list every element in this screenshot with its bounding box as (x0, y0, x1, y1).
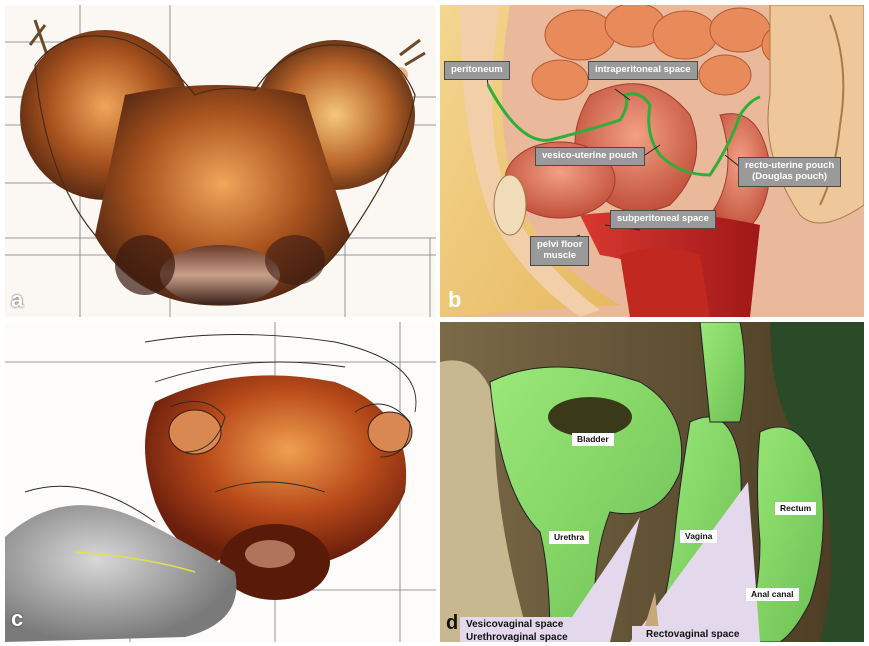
panel-c: c (5, 322, 436, 642)
panel-d: Bladder Urethra Vagina Rectum Anal canal… (440, 322, 864, 642)
panel-letter-c: c (11, 606, 23, 632)
panel-b: peritoneum intraperitoneal space vesico-… (440, 5, 864, 317)
panel-a: a (5, 5, 436, 317)
label-urethra: Urethra (549, 531, 589, 544)
label-peritoneum: peritoneum (444, 61, 510, 80)
pelvic-organs-3d-render (5, 322, 436, 642)
label-pelvi-floor-muscle: pelvi floor muscle (530, 236, 589, 266)
sagittal-specimen-photo (440, 322, 864, 642)
panel-letter-a: a (11, 287, 23, 313)
label-anal-canal: Anal canal (746, 588, 799, 601)
label-rectum: Rectum (775, 502, 816, 515)
label-recto-uterine-pouch: recto-uterine pouch (Douglas pouch) (738, 157, 841, 187)
label-vesicovaginal-urethrovaginal: Vesicovaginal space Urethrovaginal space (460, 617, 574, 642)
label-intraperitoneal-space: intraperitoneal space (588, 61, 698, 80)
label-rectovaginal-space: Rectovaginal space (632, 626, 753, 642)
label-bladder: Bladder (572, 433, 614, 446)
panel-letter-b: b (448, 287, 461, 313)
uterus-3d-render (5, 5, 436, 317)
label-vagina: Vagina (680, 530, 717, 543)
panel-letter-d: d (446, 612, 458, 635)
label-subperitoneal-space: subperitoneal space (610, 210, 716, 229)
label-vesico-uterine-pouch: vesico-uterine pouch (535, 147, 645, 166)
